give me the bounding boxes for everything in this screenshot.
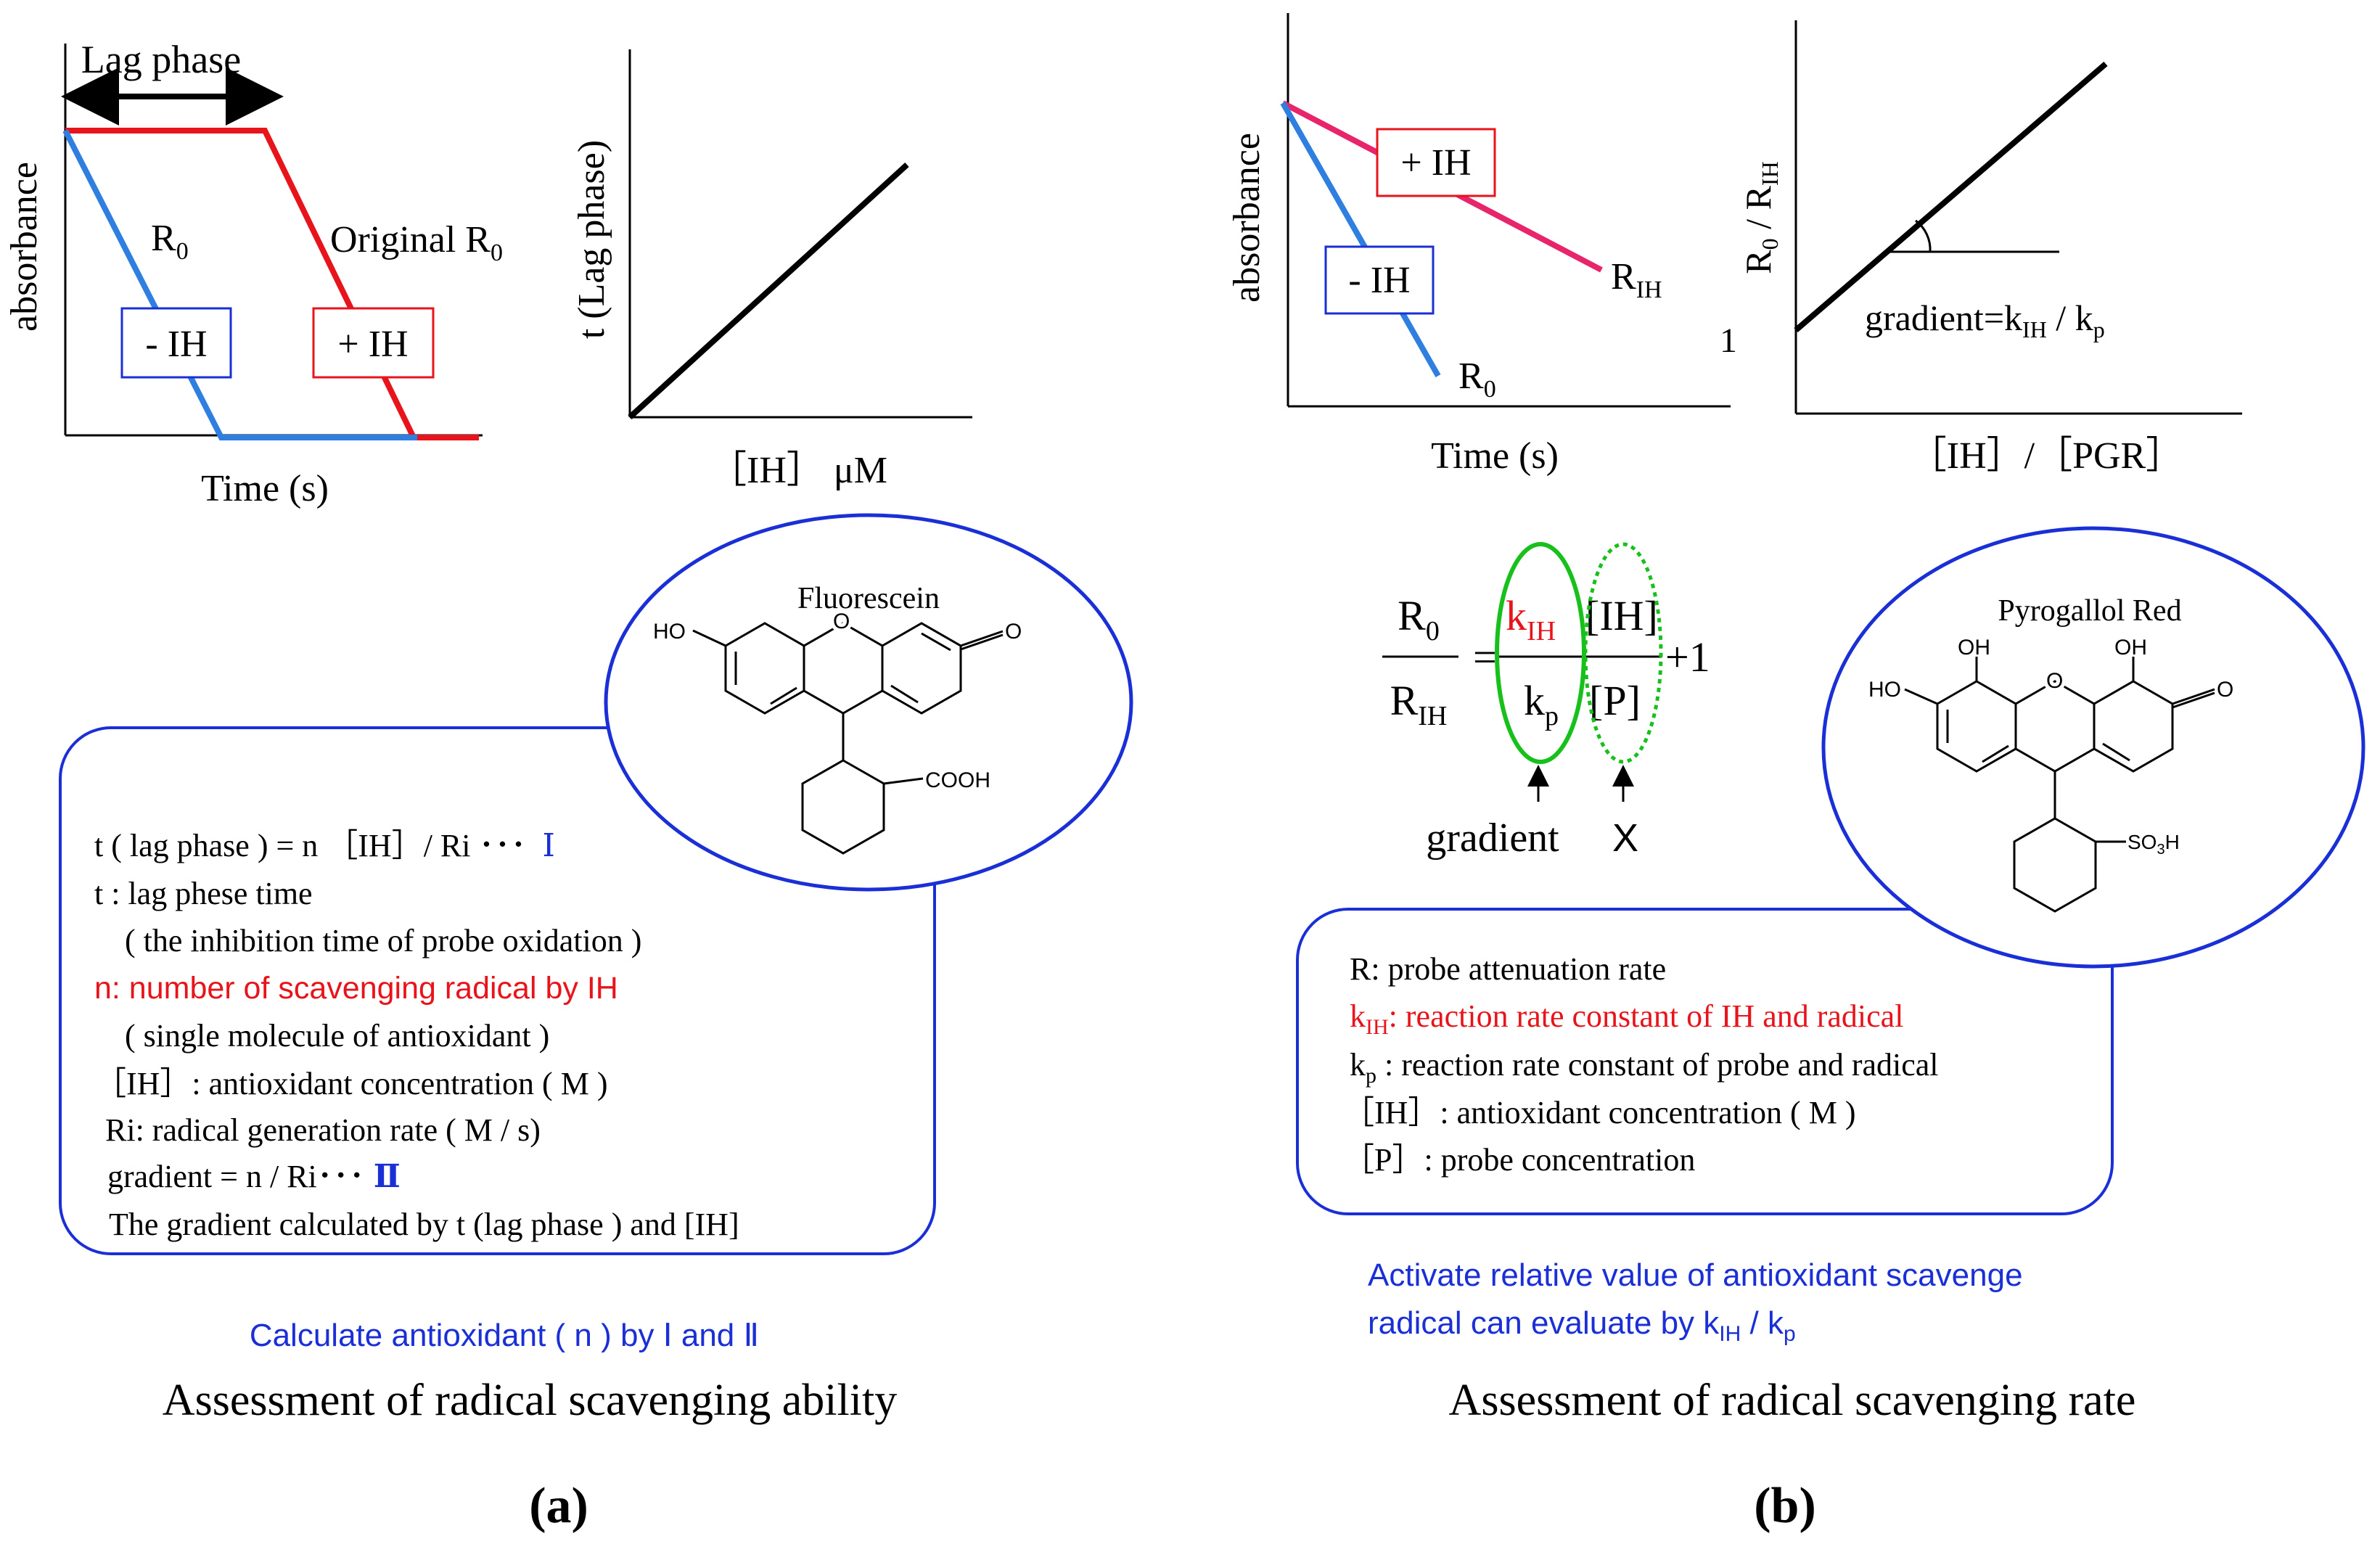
blue-series-line: [1280, 102, 1441, 377]
ho-label: HO: [653, 620, 686, 644]
plus-ih-label: + IH: [1400, 142, 1471, 184]
angle-arc: [1915, 219, 1932, 252]
gradient-label: gradient=kIH / kp: [1865, 297, 2105, 342]
minus-ih-label: - IH: [1348, 260, 1410, 301]
definition-list: t ( lag phase ) = n ［IH］/ Ri ･･･Ⅰ t : la…: [94, 828, 739, 1242]
linear-fit-line: [1794, 61, 2108, 333]
panel-a-label: (a): [529, 1478, 588, 1534]
panel-a-caption: Assessment of radical scavenging ability: [163, 1376, 897, 1425]
ho-label: HO: [1868, 678, 1901, 702]
stray-label: 1: [1720, 321, 1737, 360]
pyrogallol-structure: [1904, 657, 2215, 913]
definition-r: R: probe attenuation rate: [1350, 951, 1666, 987]
r0-label: R0: [1458, 356, 1496, 403]
rih-label: RIH: [1611, 256, 1662, 303]
blue-series-line: [62, 129, 417, 440]
lag-phase-label: Lag phase: [81, 38, 241, 81]
definition-line: Ri: radical generation rate ( M / s): [105, 1112, 541, 1148]
ring-oxygen-label: O: [833, 609, 850, 633]
definition-kp: kp : reaction rate constant of probe and…: [1350, 1047, 1939, 1088]
panel-b-label: (b): [1754, 1478, 1816, 1534]
definition-line: t ( lag phase ) = n ［IH］/ Ri ･･･Ⅰ: [94, 828, 555, 863]
so3h-label: SO3H: [2127, 831, 2180, 858]
definition-line: n: number of scavenging radical by IH: [94, 971, 618, 1006]
definition-line: The gradient calculated by t (lag phase …: [109, 1207, 739, 1242]
plus-ih-box: [1376, 128, 1496, 197]
definition-line: t : lag phese time: [94, 876, 313, 911]
lag-phase-plot: Lag phase absorbance R0 Original R0 - IH…: [4, 38, 503, 509]
eq-ih: [IH]: [1585, 592, 1658, 639]
cooh-label: COOH: [925, 768, 990, 792]
absorbance-rate-plot: absorbance + IH - IH RIH R0 1 Time (s): [1226, 13, 1737, 477]
activate-text-line-1: Activate relative value of antioxidant s…: [1368, 1257, 2023, 1293]
eq-kp: kp: [1524, 677, 1559, 731]
panel-b-caption: Assessment of radical scavenging rate: [1449, 1376, 2136, 1425]
oh-label-right: OH: [2114, 636, 2147, 660]
eq-plus-one: +1: [1665, 633, 1710, 681]
activate-text-line-2: radical can evaluate by kIH / kp: [1368, 1305, 1796, 1346]
y-axis-label: R0 / RIH: [1738, 161, 1783, 274]
definition-kih: kIH: reaction rate constant of IH and ra…: [1350, 998, 1903, 1039]
fluorescein-ellipse: [604, 513, 1133, 892]
panel-a: Lag phase absorbance R0 Original R0 - IH…: [4, 38, 1133, 1534]
definition-line: ( single molecule of antioxidant ): [125, 1018, 549, 1054]
x-axis-label: Time (s): [201, 468, 329, 509]
pyrogallol-title: Pyrogallol Red: [1998, 594, 2181, 628]
keto-oxygen-label: O: [2217, 678, 2233, 702]
red-series-line: [65, 128, 479, 440]
minus-ih-label: - IH: [145, 324, 207, 365]
rate-equation: R0 RIH = kIH [IH] kp [P] +1 gradient X: [1382, 542, 1710, 861]
definition-box: [59, 726, 936, 1255]
x-axis-label: ［IH］ μM: [709, 450, 887, 491]
original-r0-label: Original R0: [330, 219, 503, 266]
eq-equals: =: [1473, 633, 1497, 681]
linear-fit-line: [628, 163, 909, 419]
eq-p: [P]: [1589, 677, 1641, 724]
plus-ih-box: [312, 307, 435, 379]
panel-b: absorbance + IH - IH RIH R0 1 Time (s) R…: [1226, 13, 2365, 1534]
minus-ih-box: [120, 307, 232, 379]
eq-rih: RIH: [1390, 677, 1448, 731]
definition-list: R: probe attenuation rate kIH: reaction …: [1342, 951, 1939, 1178]
minus-ih-box: [1324, 245, 1435, 315]
definition-line: ( the inhibition time of probe oxidation…: [125, 923, 641, 958]
eq-r0: R0: [1398, 592, 1440, 646]
eq-kih: kIH: [1506, 592, 1556, 646]
keto-oxygen-label: O: [1005, 620, 1022, 644]
y-axis-label: absorbance: [1226, 133, 1268, 303]
definition-line: ［IH］: antioxidant concentration ( M ): [94, 1066, 607, 1101]
x-ellipse: [1583, 542, 1663, 764]
calculate-text: Calculate antioxidant ( n ) by Ⅰ and Ⅱ: [250, 1318, 759, 1353]
ring-oxygen-label: O: [2046, 669, 2063, 693]
r0-label: R0: [151, 218, 189, 265]
definition-p: ［P］: probe concentration: [1342, 1142, 1695, 1178]
fluorescein-title: Fluorescein: [797, 582, 940, 615]
ratio-plot: R0 / RIH gradient=kIH / kp ［IH］/［PGR］: [1738, 20, 2242, 477]
x-word: X: [1612, 816, 1638, 860]
plus-ih-label: + IH: [337, 324, 408, 365]
gradient-ellipse: [1495, 542, 1586, 764]
lag-vs-ih-plot: t (Lag phase) ［IH］ μM: [571, 49, 972, 491]
oh-label-left: OH: [1958, 636, 1990, 660]
gradient-word: gradient: [1426, 816, 1559, 861]
y-axis-label: t (Lag phase): [571, 140, 612, 339]
y-axis-label: absorbance: [4, 162, 45, 332]
x-axis-label: Time (s): [1431, 435, 1559, 477]
fluorescein-structure: [692, 622, 1004, 855]
definition-ih: ［IH］: antioxidant concentration ( M ): [1342, 1095, 1855, 1130]
definition-line: gradient = n / Ri･･･Ⅱ: [107, 1159, 401, 1194]
definition-box: [1296, 908, 2114, 1215]
x-axis-label: ［IH］/［PGR］: [1909, 435, 2183, 477]
